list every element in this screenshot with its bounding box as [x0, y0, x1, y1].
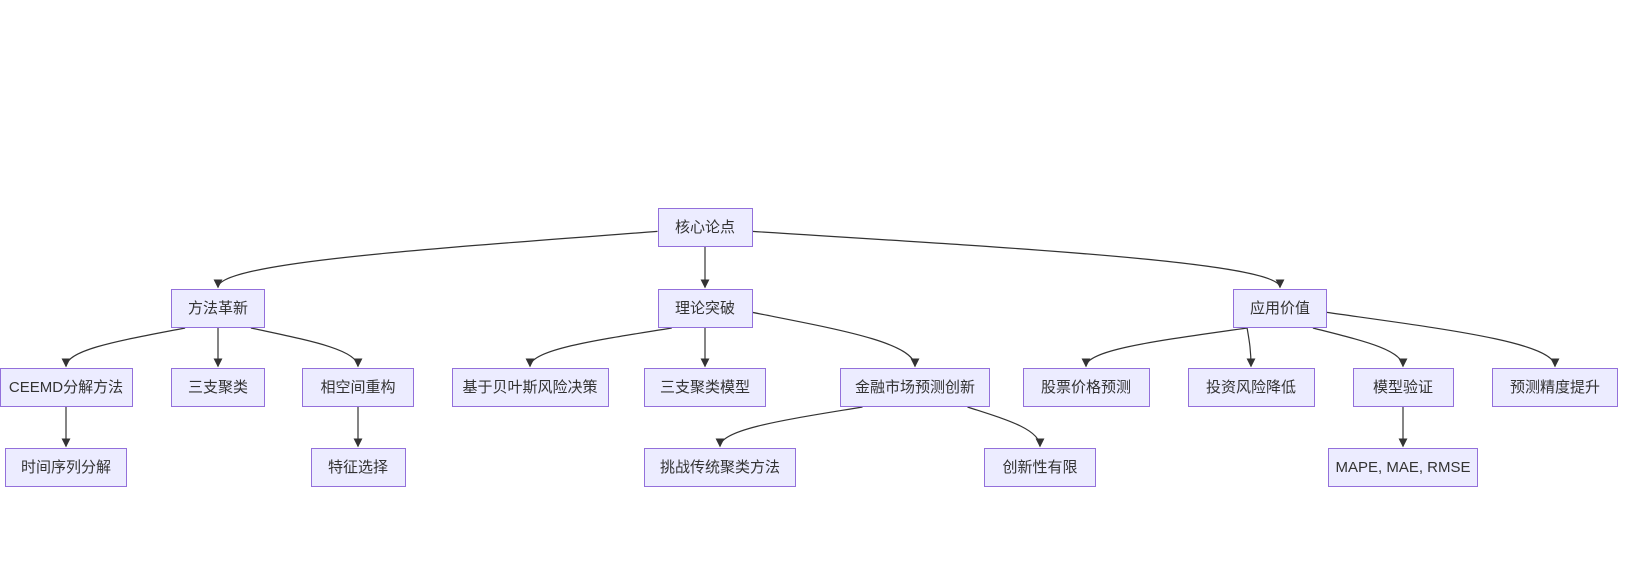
diagram-node-bayes: 基于贝叶斯风险决策	[451, 368, 609, 407]
diagram-node-phase-space: 相空间重构	[302, 368, 414, 407]
edge-theory--finance	[752, 311, 920, 368]
node-label-method: 方法革新	[187, 300, 248, 317]
edge-theory--bayes	[525, 327, 672, 368]
node-label-ceemd: CEEMD分解方法	[8, 379, 124, 396]
edge-application--risk	[1246, 327, 1256, 368]
edge-group	[61, 230, 1560, 448]
diagram-node-root: 核心论点	[657, 208, 753, 247]
node-label-bayes: 基于贝叶斯风险决策	[462, 379, 598, 396]
edge-method--phase-space	[250, 327, 363, 368]
node-label-finance: 金融市场预测创新	[854, 379, 975, 396]
edge-root--method	[213, 230, 658, 289]
node-label-stock: 股票价格预测	[1040, 379, 1131, 396]
edge-finance--challenge	[715, 406, 863, 448]
node-label-limited: 创新性有限	[1002, 459, 1078, 476]
node-label-phase-space: 相空间重构	[320, 379, 396, 396]
node-label-feature: 特征选择	[327, 459, 388, 476]
diagram-node-method: 方法革新	[171, 289, 265, 328]
diagram-node-twc-model: 三支聚类模型	[644, 368, 766, 407]
node-label-validation: 模型验证	[1372, 379, 1433, 396]
node-label-theory: 理论突破	[674, 300, 735, 317]
diagram-node-ceemd: CEEMD分解方法	[0, 368, 133, 407]
node-label-twc-model: 三支聚类模型	[659, 379, 750, 396]
diagram-node-challenge: 挑战传统聚类方法	[644, 448, 796, 487]
diagram-node-application: 应用价值	[1233, 289, 1327, 328]
diagram-node-limited: 创新性有限	[984, 448, 1096, 487]
diagram-node-metrics: MAPE, MAE, RMSE	[1328, 448, 1478, 487]
edge-application--validation	[1312, 327, 1408, 368]
node-label-challenge: 挑战传统聚类方法	[659, 459, 780, 476]
node-label-application: 应用价值	[1249, 300, 1310, 317]
edge-application--accuracy	[1326, 311, 1560, 368]
diagram-node-risk: 投资风险降低	[1187, 368, 1315, 407]
node-label-accuracy: 预测精度提升	[1509, 379, 1600, 396]
diagram-node-theory: 理论突破	[657, 289, 753, 328]
edge-root--application	[752, 230, 1285, 289]
node-label-ts-decomp: 时间序列分解	[20, 459, 111, 476]
edge-application--stock	[1081, 327, 1248, 368]
diagram-node-validation: 模型验证	[1352, 368, 1454, 407]
node-label-root: 核心论点	[674, 219, 735, 236]
diagram-node-ts-decomp: 时间序列分解	[5, 448, 127, 487]
node-label-three-way: 三支聚类	[187, 379, 248, 396]
diagram-node-accuracy: 预测精度提升	[1492, 368, 1618, 407]
edge-finance--limited	[967, 406, 1045, 448]
diagram-node-finance: 金融市场预测创新	[840, 368, 990, 407]
diagram-node-three-way: 三支聚类	[171, 368, 265, 407]
diagram-node-stock: 股票价格预测	[1022, 368, 1150, 407]
node-label-risk: 投资风险降低	[1205, 379, 1296, 396]
node-label-metrics: MAPE, MAE, RMSE	[1335, 459, 1471, 476]
edge-method--ceemd	[61, 327, 186, 368]
diagram-node-feature: 特征选择	[310, 448, 406, 487]
